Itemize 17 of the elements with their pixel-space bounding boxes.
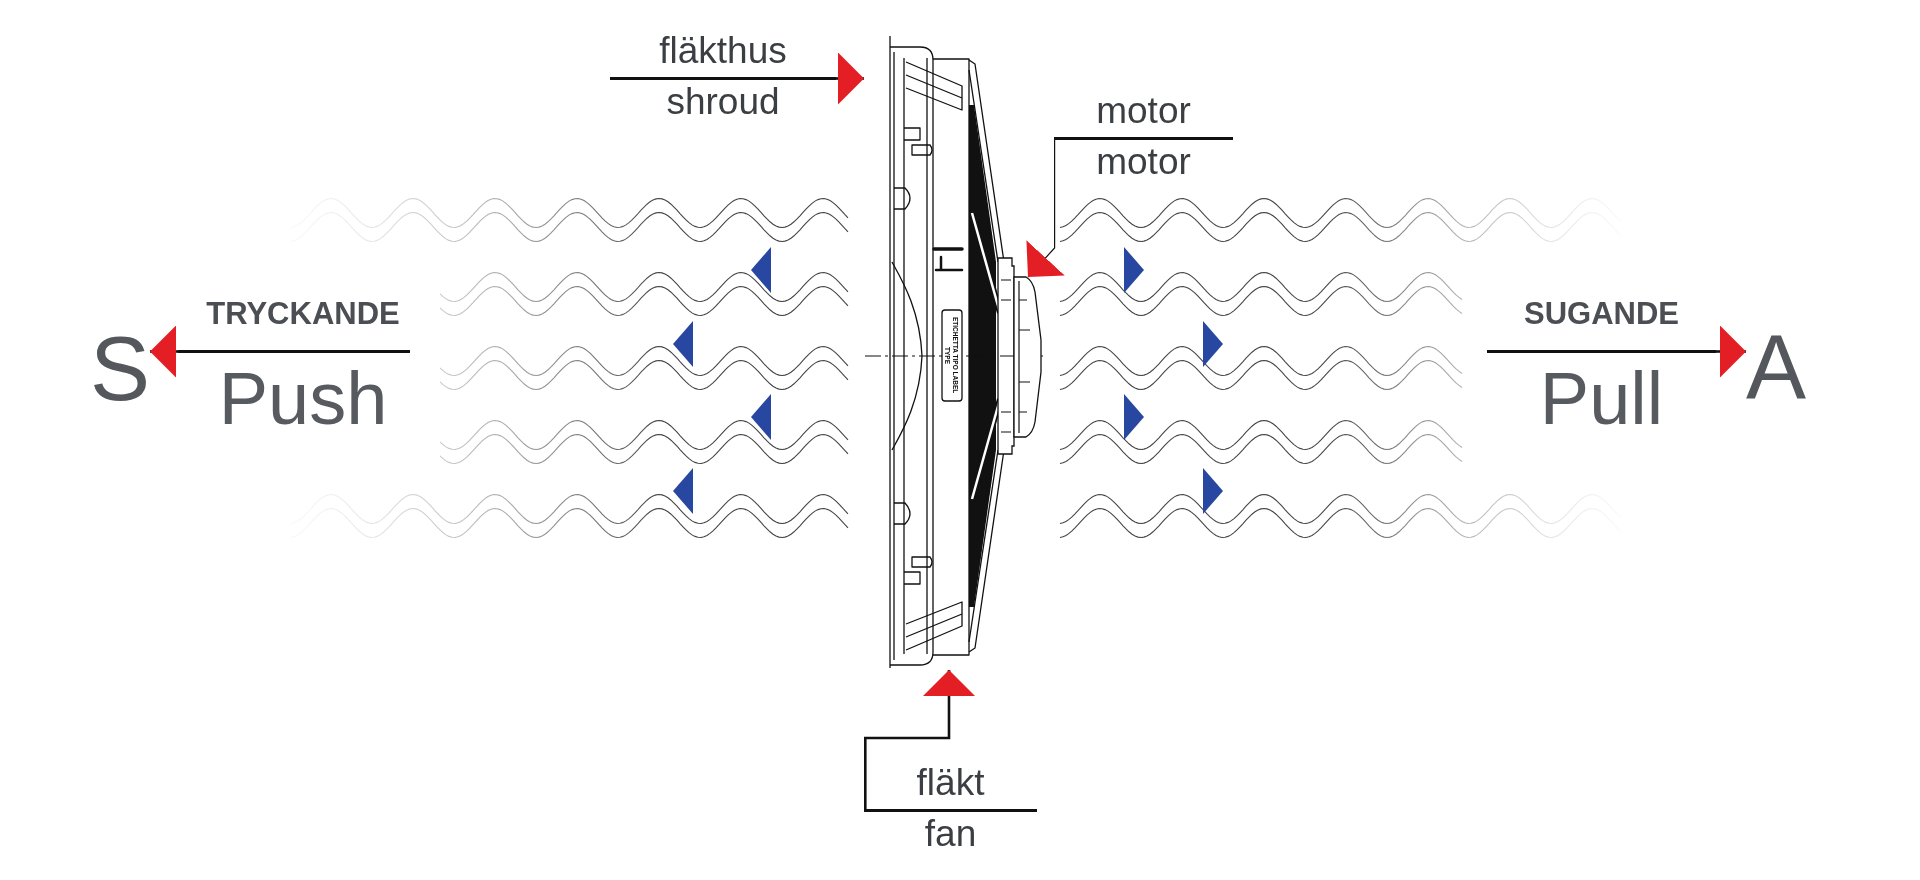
part-label: shroud	[666, 80, 780, 124]
side-letter: S	[90, 324, 151, 414]
mode-heading: SUGANDE	[1524, 296, 1679, 332]
mode-heading: TRYCKANDE	[206, 296, 400, 332]
part-label: motor	[1096, 140, 1191, 184]
arrow	[150, 325, 178, 378]
leader-arrow	[836, 52, 864, 105]
part-label: motor	[1096, 89, 1191, 133]
part-label: fläkthus	[659, 29, 787, 73]
mode-label: Push	[218, 362, 388, 436]
part-label: fläkt	[916, 761, 985, 805]
leader-arrow	[1026, 137, 1065, 278]
leader-arrow	[864, 670, 975, 811]
arrow	[1716, 325, 1746, 378]
part-label: fan	[924, 812, 977, 856]
side-letter: A	[1746, 322, 1807, 412]
mode-label: Pull	[1539, 362, 1664, 436]
